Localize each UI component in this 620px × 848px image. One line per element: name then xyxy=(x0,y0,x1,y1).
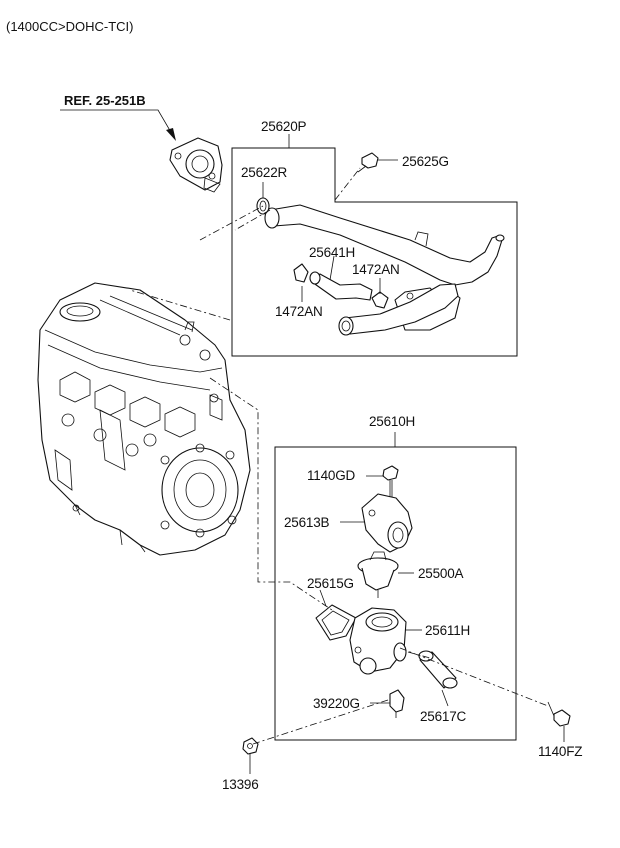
sensor-39220G-illustration xyxy=(389,689,405,718)
pipe-25617C-illustration xyxy=(418,650,458,689)
part-label-25617C[interactable]: 25617C xyxy=(420,709,467,724)
part-label-25615G[interactable]: 25615G xyxy=(307,576,354,591)
part-label-1140FZ[interactable]: 1140FZ xyxy=(538,744,583,759)
part-label-25622R[interactable]: 25622R xyxy=(241,165,288,180)
water-pump-housing-illustration xyxy=(169,137,223,193)
clamp-1472AN-b-illustration xyxy=(371,291,389,309)
reference-label[interactable]: REF. 25-251B xyxy=(64,93,146,108)
part-label-25611H[interactable]: 25611H xyxy=(425,623,471,638)
bolt-1140GD-illustration xyxy=(382,465,399,498)
water-pipe-illustration xyxy=(264,204,505,336)
part-label-25641H[interactable]: 25641H xyxy=(309,245,356,260)
bolt-25625G-illustration xyxy=(357,152,379,173)
part-label-25500A[interactable]: 25500A xyxy=(418,566,464,581)
part-label-1472AN-b[interactable]: 1472AN xyxy=(275,304,323,319)
part-label-39220G[interactable]: 39220G xyxy=(313,696,360,711)
part-label-25620P[interactable]: 25620P xyxy=(261,119,307,134)
thermostat-25500A-illustration xyxy=(357,551,399,598)
part-label-25610H[interactable]: 25610H xyxy=(369,414,416,429)
assembly-dashed-lines xyxy=(129,167,549,746)
nut-13396-illustration xyxy=(242,737,259,755)
thermostat-housing-25611H-illustration xyxy=(349,607,407,675)
part-label-25613B[interactable]: 25613B xyxy=(284,515,330,530)
part-label-1140GD[interactable]: 1140GD xyxy=(307,468,356,483)
pipe-assembly-box xyxy=(231,134,518,357)
part-label-25625G[interactable]: 25625G xyxy=(402,154,449,169)
clamp-1472AN-a-illustration xyxy=(293,263,309,283)
engine-block-illustration xyxy=(37,282,251,556)
part-label-1472AN-a[interactable]: 1472AN xyxy=(352,262,400,277)
hose-25641H-illustration xyxy=(309,271,373,301)
label-leader-lines xyxy=(60,109,565,774)
engine-spec-heading: (1400CC>DOHC-TCI) xyxy=(6,19,134,34)
part-label-13396[interactable]: 13396 xyxy=(222,777,259,792)
gasket-25615G-illustration xyxy=(315,604,357,641)
bolt-1140FZ-illustration xyxy=(547,701,571,727)
thermostat-assembly-box xyxy=(274,432,517,741)
thermostat-cover-25613B-illustration xyxy=(361,493,413,553)
